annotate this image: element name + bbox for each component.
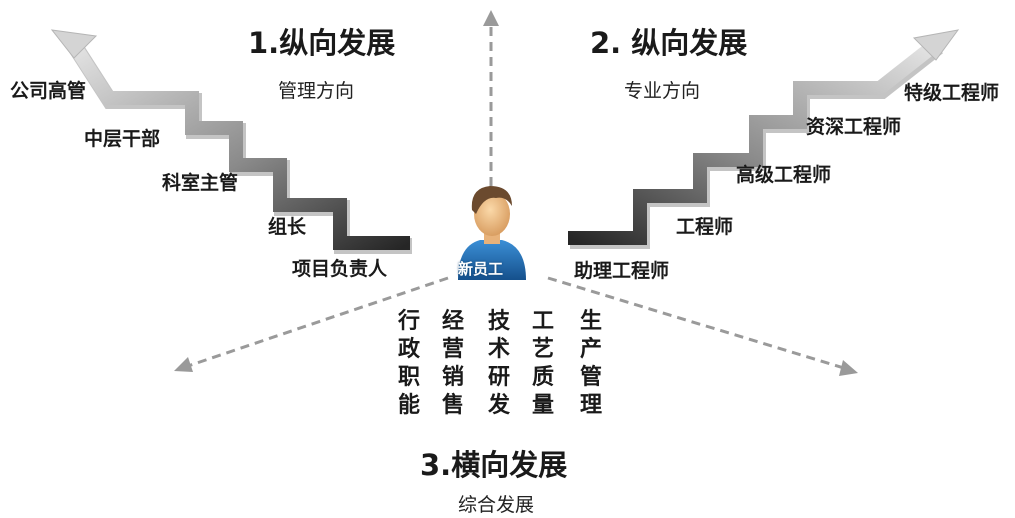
rank-project-lead: 项目负责人	[292, 258, 388, 280]
management-staircase	[50, 29, 412, 254]
technical-title: 2. 纵向发展	[590, 26, 748, 60]
rank-engineer: 工程师	[676, 216, 734, 238]
field-rnd: 技术研发	[487, 309, 510, 418]
person-hair	[471, 186, 512, 214]
rank-senior-executive: 公司高管	[10, 80, 87, 102]
rank-chief-engineer: 特级工程师	[904, 82, 1000, 104]
field-quality: 工艺质量	[531, 309, 554, 418]
lateral-subtitle: 综合发展	[458, 494, 535, 516]
person-shirt	[458, 240, 526, 280]
rank-assistant-engineer: 助理工程师	[574, 260, 670, 282]
left-dashed-arrow	[187, 276, 449, 368]
management-arrowhead	[50, 29, 98, 59]
right-dashed-arrow	[547, 276, 845, 370]
management-subtitle: 管理方向	[278, 80, 355, 102]
technical-staircase	[568, 29, 960, 249]
right-arrowhead	[839, 360, 858, 376]
lateral-arrows	[187, 24, 845, 370]
technical-arrowhead	[912, 29, 960, 61]
up-arrowhead	[483, 10, 499, 26]
lateral-title: 3.横向发展	[420, 448, 568, 482]
rank-team-lead: 组长	[268, 216, 307, 238]
field-production: 生产管理	[579, 309, 602, 418]
dashed-arrowheads	[174, 10, 858, 376]
person-head	[474, 192, 510, 236]
rank-principal-engineer: 资深工程师	[806, 116, 902, 138]
rank-section-supervisor: 科室主管	[162, 172, 239, 194]
rank-senior-engineer: 高级工程师	[736, 164, 832, 186]
person-icon	[458, 186, 526, 280]
rank-middle-manager: 中层干部	[84, 128, 161, 150]
field-sales: 经营销售	[441, 309, 464, 418]
technical-subtitle: 专业方向	[624, 80, 701, 102]
management-title: 1.纵向发展	[248, 26, 396, 60]
new-employee-label: 新员工	[458, 260, 504, 278]
field-admin: 行政职能	[397, 309, 420, 418]
left-arrowhead	[174, 357, 193, 372]
